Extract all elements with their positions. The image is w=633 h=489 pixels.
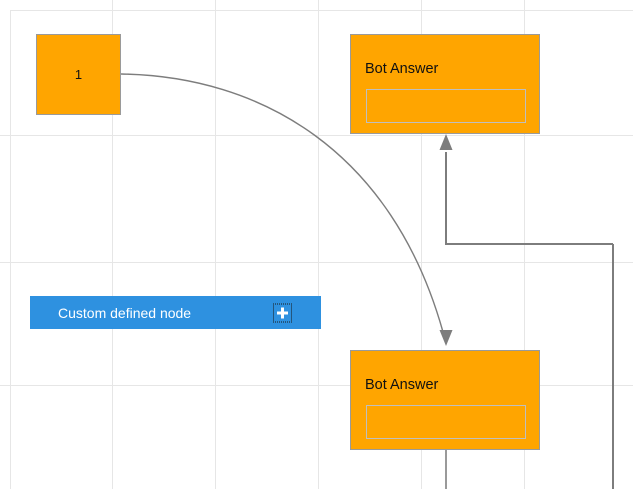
custom-defined-node-bar[interactable]: Custom defined node	[30, 296, 321, 329]
custom-defined-node-label: Custom defined node	[58, 304, 192, 321]
plus-icon-vertical	[281, 307, 284, 318]
bot-answer-top-slot[interactable]	[366, 89, 526, 123]
node-bot-answer-top[interactable]: Bot Answer	[350, 34, 540, 134]
bot-answer-bottom-title: Bot Answer	[365, 377, 439, 393]
connector-ortho-loopback-to-bot-top[interactable]	[439, 134, 614, 245]
plus-icon[interactable]	[273, 303, 292, 322]
node-bot-answer-bottom[interactable]: Bot Answer	[350, 350, 540, 450]
bot-answer-top-title: Bot Answer	[365, 61, 439, 77]
connector-curve-node1-to-bot-bottom[interactable]	[120, 73, 453, 346]
node-1[interactable]: 1	[36, 34, 121, 115]
node-1-label: 1	[74, 67, 83, 82]
bot-answer-bottom-slot[interactable]	[366, 405, 526, 439]
